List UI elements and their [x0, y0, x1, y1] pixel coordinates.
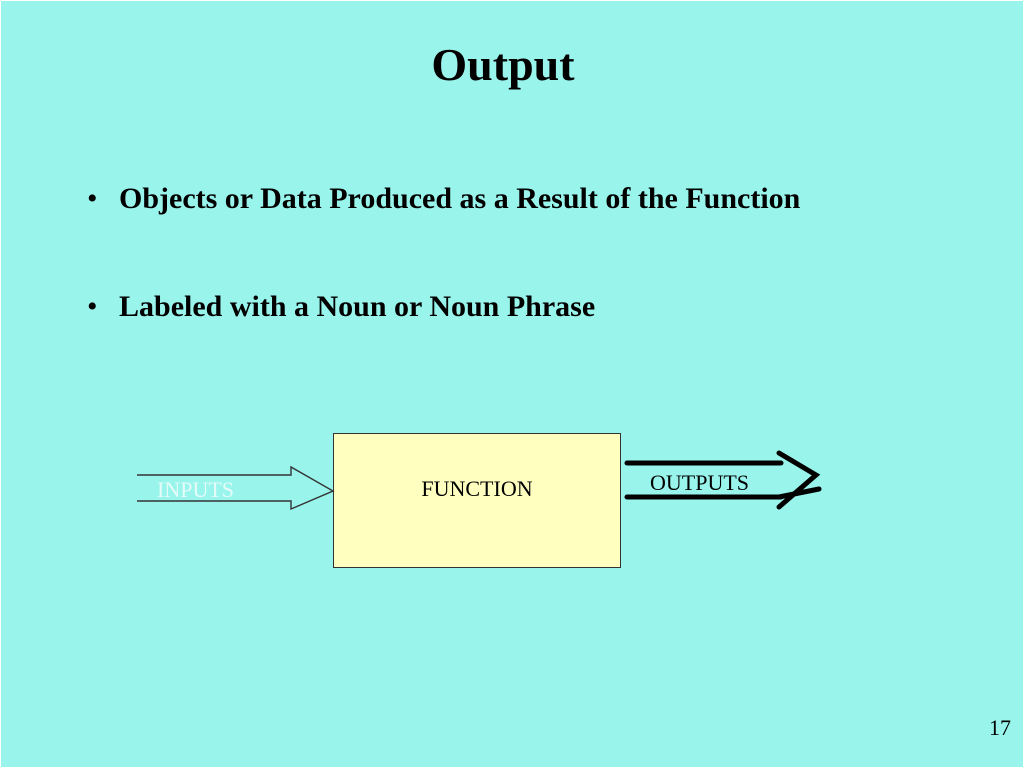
bullet-symbol: •: [87, 290, 98, 323]
function-label: FUNCTION: [421, 476, 533, 501]
input-arrow-icon: [137, 465, 335, 511]
bullet-item: • Labeled with a Noun or Noun Phrase: [87, 287, 800, 327]
function-box: [333, 433, 621, 568]
bullet-symbol: •: [87, 182, 98, 215]
outputs-label: OUTPUTS: [650, 470, 750, 495]
bullet-text: Labeled with a Noun or Noun Phrase: [119, 290, 596, 323]
output-arrow-icon: [624, 450, 822, 510]
inputs-label: INPUTS: [157, 477, 235, 502]
bullet-text: Objects or Data Produced as a Result of …: [119, 182, 801, 215]
bullet-list: • Objects or Data Produced as a Result o…: [87, 179, 800, 327]
bullet-item: • Objects or Data Produced as a Result o…: [87, 179, 800, 219]
slide-title: Output: [431, 39, 575, 90]
page-number: 17: [989, 715, 1011, 740]
